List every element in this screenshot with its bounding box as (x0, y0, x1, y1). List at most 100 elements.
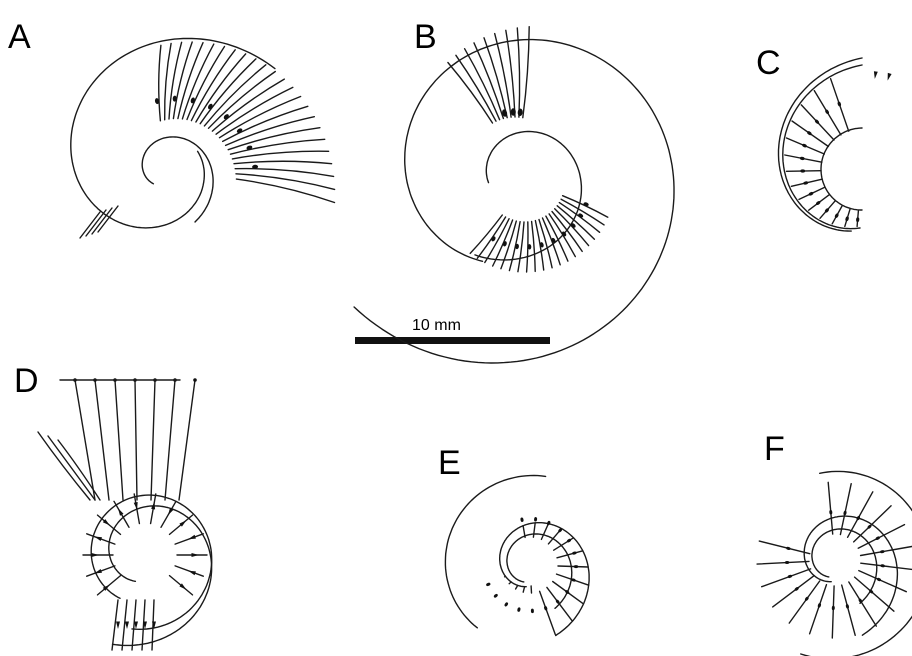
rib-line (98, 206, 118, 232)
rib-dot (802, 143, 808, 148)
arrow-head (188, 535, 196, 540)
panel-label-e: E (438, 444, 461, 482)
rib-dot (829, 510, 832, 515)
rib-line (135, 380, 137, 500)
arrow-head (888, 73, 892, 81)
rib-line (115, 380, 123, 500)
rib-dot (817, 603, 821, 608)
rib-line (861, 547, 912, 556)
panel-label-b: B (414, 18, 437, 56)
rib-dot (837, 101, 842, 107)
rib-line (523, 526, 525, 538)
rib-line (470, 215, 502, 253)
rib-line (216, 87, 293, 134)
rib-dot (520, 517, 524, 522)
arrow-head (134, 502, 138, 510)
rib-line (533, 523, 535, 537)
rib-dot (800, 169, 805, 172)
rib-line (509, 582, 511, 584)
rib-dot (845, 604, 849, 609)
shell-drawing-e (445, 476, 589, 636)
rib-line (757, 561, 809, 564)
rib-dot (517, 607, 521, 612)
rib-line (859, 571, 907, 592)
rib-line (541, 524, 548, 540)
rib-dot (785, 561, 790, 564)
rib-line (75, 380, 95, 500)
rib-line (842, 585, 856, 635)
rib-line (456, 55, 496, 121)
arrow-head (94, 537, 102, 542)
rib-line (552, 212, 582, 252)
rib-line (516, 585, 518, 589)
rib-line (236, 179, 334, 202)
rib-dot (493, 593, 498, 598)
rib-line (861, 563, 912, 569)
shell-drawing-f (757, 471, 912, 656)
rib-line (165, 380, 175, 500)
rib-line (191, 50, 235, 121)
shell-outline (500, 523, 589, 636)
rib-dot (832, 606, 835, 611)
rib-line (557, 551, 583, 558)
rib-line (173, 42, 192, 119)
rib-dot (787, 574, 792, 578)
rib-line (179, 380, 195, 500)
rib-dot (845, 216, 849, 222)
shell-drawing-d (38, 378, 212, 650)
rib-dot (574, 565, 579, 568)
rib-dot (880, 564, 885, 568)
rib-line (48, 436, 95, 500)
arrow-head (125, 622, 129, 630)
rib-line (231, 139, 325, 154)
rib-line (38, 432, 90, 500)
panel-label-f: F (764, 430, 785, 468)
rib-dot (504, 602, 509, 607)
rib-line (858, 525, 904, 549)
rib-line (832, 586, 834, 638)
shell-outer-arc (445, 476, 545, 628)
rib-dot (856, 217, 860, 222)
rib-dot (486, 582, 491, 587)
rib-dot (502, 241, 507, 247)
arrow-head (116, 622, 120, 630)
rib-line (80, 212, 100, 238)
rib-line (558, 566, 588, 567)
rib-line (840, 484, 851, 535)
panel-label-a: A (8, 18, 31, 56)
rib-line (86, 210, 106, 236)
rib-line (58, 440, 100, 500)
shell-drawing-c (779, 58, 892, 231)
rib-line (465, 49, 500, 120)
rib-dot (531, 609, 534, 614)
rib-dot (803, 181, 808, 185)
shell-outline (71, 38, 275, 228)
rib-dot (800, 156, 805, 160)
shell-outer-arc (801, 471, 912, 656)
arrow-head (188, 571, 196, 576)
rib-line (234, 161, 332, 163)
rib-line (759, 541, 810, 554)
arrow-head (874, 71, 878, 79)
arrow-head (118, 508, 124, 516)
rib-dot (517, 108, 523, 116)
rib-dot (193, 378, 197, 382)
rib-dot (583, 202, 589, 207)
rib-line (506, 30, 515, 117)
rib-dot (534, 517, 538, 522)
arrow-head (192, 553, 200, 557)
shell-inner-whorl (821, 128, 862, 210)
rib-line (200, 59, 256, 124)
rib-line (532, 222, 536, 272)
rib-line (563, 196, 608, 218)
shell-outline (354, 40, 674, 363)
rib-dot (190, 97, 196, 104)
rib-line (95, 380, 109, 500)
rib-line (178, 43, 203, 119)
rib-line (848, 492, 873, 538)
shell-drawing-b (354, 27, 674, 363)
rib-dot (572, 551, 577, 555)
rib-dot (786, 546, 791, 550)
rib-line (540, 591, 556, 634)
